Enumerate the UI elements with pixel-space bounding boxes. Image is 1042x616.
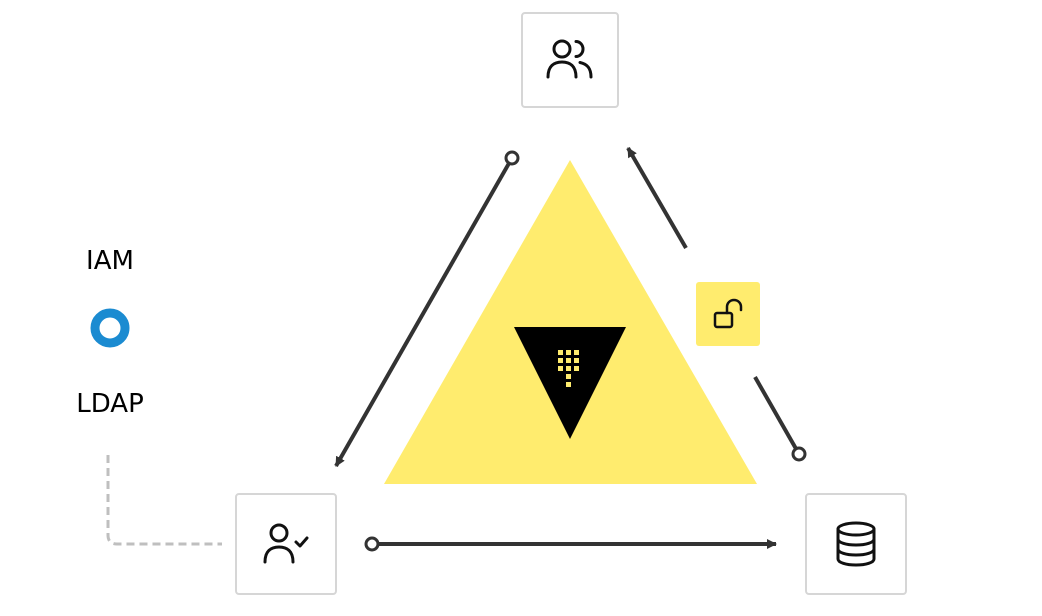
radio-ring-icon[interactable] [90,308,130,348]
vault-triangle [384,160,757,484]
arrow-auth-to-database [364,536,777,552]
arrow-database-to-users [626,146,807,462]
ldap-label: LDAP [76,389,144,419]
ldap-dashed-connector [106,455,222,546]
unlock-badge [696,282,760,346]
users-icon [546,39,593,79]
vault-logo-icon [514,327,626,439]
unlock-icon [713,298,743,329]
iam-label: IAM [86,246,134,276]
database-icon [836,521,876,567]
user-check-icon [263,523,309,564]
arrow-users-to-auth [334,150,520,467]
user-check-node [235,493,337,595]
users-node [521,12,619,108]
database-node [805,493,907,595]
